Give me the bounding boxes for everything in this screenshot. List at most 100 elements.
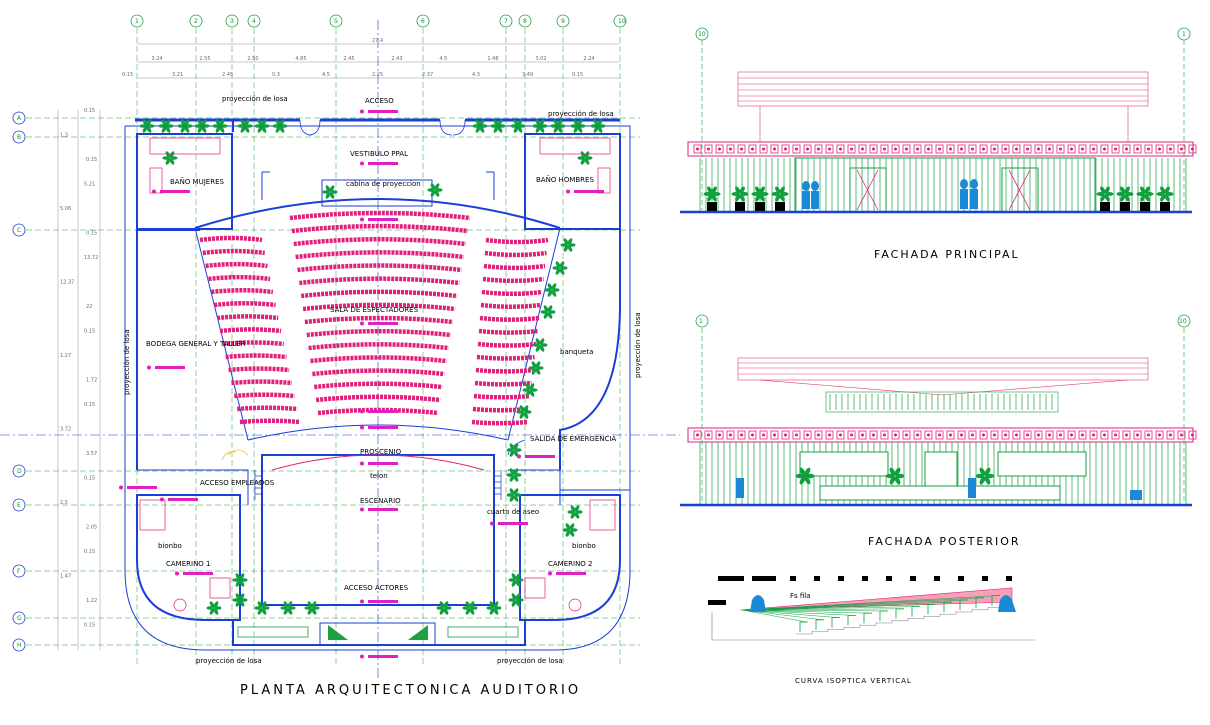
grid-row-bubble — [12, 130, 26, 144]
plant-leaf — [166, 124, 174, 128]
band-dot — [971, 433, 974, 437]
band-dot — [1048, 147, 1051, 151]
plant-leaf — [1165, 192, 1174, 196]
band-dot — [1180, 433, 1183, 437]
plant-leaf — [535, 119, 541, 126]
plant-leaf — [280, 606, 288, 610]
tag-marker — [368, 410, 398, 413]
plant-leaf — [517, 126, 523, 133]
plant-leaf — [516, 578, 524, 582]
plant-leaf — [529, 383, 535, 390]
plant-leaf — [283, 608, 289, 615]
plant-leaf — [574, 505, 580, 512]
plant-leaf — [547, 312, 553, 319]
grid-row-bubble — [12, 638, 26, 652]
band-dot — [927, 433, 930, 437]
band-dot — [795, 433, 798, 437]
label-telon: telon — [370, 472, 388, 480]
plant-leaf — [444, 606, 452, 610]
plant-leaf — [562, 528, 570, 532]
plant-leaf — [889, 467, 896, 476]
plant-leaf — [165, 119, 171, 126]
label-bano-hombres: BAÑO HOMBRES — [536, 175, 594, 184]
grid-col-bubble — [329, 14, 343, 28]
tag-dot — [175, 571, 179, 576]
plant-leaf — [490, 124, 498, 128]
tag-dot — [360, 217, 364, 222]
plant-leaf — [557, 119, 563, 126]
plant-leaf — [162, 156, 170, 160]
tag-dot — [490, 521, 494, 526]
tag-marker — [368, 162, 398, 165]
label-bidon-right: bionbo — [572, 542, 596, 550]
plant-pot — [1160, 202, 1170, 211]
dim-left-value: 0.15 — [84, 623, 95, 629]
band-dot — [1004, 147, 1007, 151]
grid-row-label: G — [17, 615, 22, 622]
band-dot — [1180, 147, 1183, 151]
grid-row-label: H — [17, 642, 22, 649]
curva-seat — [959, 599, 968, 610]
band-ornament — [847, 430, 856, 440]
band-ornament — [1122, 144, 1131, 154]
plant-leaf — [161, 119, 167, 126]
plant-leaf — [558, 124, 566, 128]
plant-leaf — [585, 156, 593, 160]
band-dot — [1103, 147, 1106, 151]
plant-leaf — [760, 192, 769, 196]
plant-leaf — [465, 601, 471, 608]
plant-leaf — [543, 312, 549, 319]
plant-leaf — [567, 245, 573, 252]
plant-leaf — [472, 124, 480, 128]
band-dot — [806, 433, 809, 437]
plant-leaf — [475, 119, 481, 126]
seat-row — [225, 353, 287, 360]
plan-left-dimensions: 0.151.30.155.215.060.1513.7212.37220.151… — [57, 108, 101, 650]
label-camerino1: CAMERINO 1 — [166, 560, 211, 568]
dim-left-value: 2.5 — [60, 500, 68, 506]
curva-seat — [975, 597, 984, 608]
plant-leaf — [799, 467, 806, 476]
dim-top-2: 3.49 — [522, 72, 533, 78]
dim-left-value: 0.15 — [86, 157, 97, 163]
plant-leaf — [518, 124, 526, 128]
plant-leaf — [523, 412, 529, 419]
band-ornament — [1100, 144, 1109, 154]
band-ornament — [770, 430, 779, 440]
plant-leaf — [779, 186, 785, 194]
curva-step — [876, 620, 893, 624]
grid-col-bubble — [189, 14, 203, 28]
curva-dash — [982, 576, 988, 581]
label-camerino2: CAMERINO 2 — [548, 560, 593, 568]
grid-row-label: A — [17, 115, 22, 122]
band-ornament — [759, 144, 768, 154]
band-dot — [1147, 147, 1150, 151]
curva-step — [956, 609, 973, 613]
label-proyeccion-left: proyección de losa — [123, 329, 131, 395]
band-ornament — [1045, 430, 1054, 440]
plant-leaf — [516, 598, 524, 602]
band-ornament — [1034, 144, 1043, 154]
band-dot — [839, 147, 842, 151]
curva-dash — [886, 576, 892, 581]
dim-top-2: 3.21 — [172, 72, 183, 78]
tag-dot — [360, 109, 364, 114]
fachada-posterior-plants — [736, 467, 1142, 500]
tag-dot — [566, 189, 570, 194]
band-dot — [850, 433, 853, 437]
plant-leaf — [1104, 194, 1110, 202]
plant-leaf — [759, 186, 765, 194]
fachada-posterior-upper-wall — [829, 394, 1053, 410]
dim-left-value: 1.72 — [86, 378, 97, 384]
fachada-principal-axis-right: 1 — [1182, 31, 1186, 38]
plant-leaf — [209, 601, 215, 608]
plant-pot — [1100, 202, 1110, 211]
plant-leaf — [1140, 186, 1146, 194]
plant-leaf — [462, 606, 470, 610]
plant-leaf — [515, 593, 521, 600]
band-ornament — [924, 430, 933, 440]
band-ornament — [693, 144, 702, 154]
person — [736, 478, 744, 498]
plan-seating-rows — [199, 210, 549, 426]
plant-leaf — [232, 578, 240, 582]
